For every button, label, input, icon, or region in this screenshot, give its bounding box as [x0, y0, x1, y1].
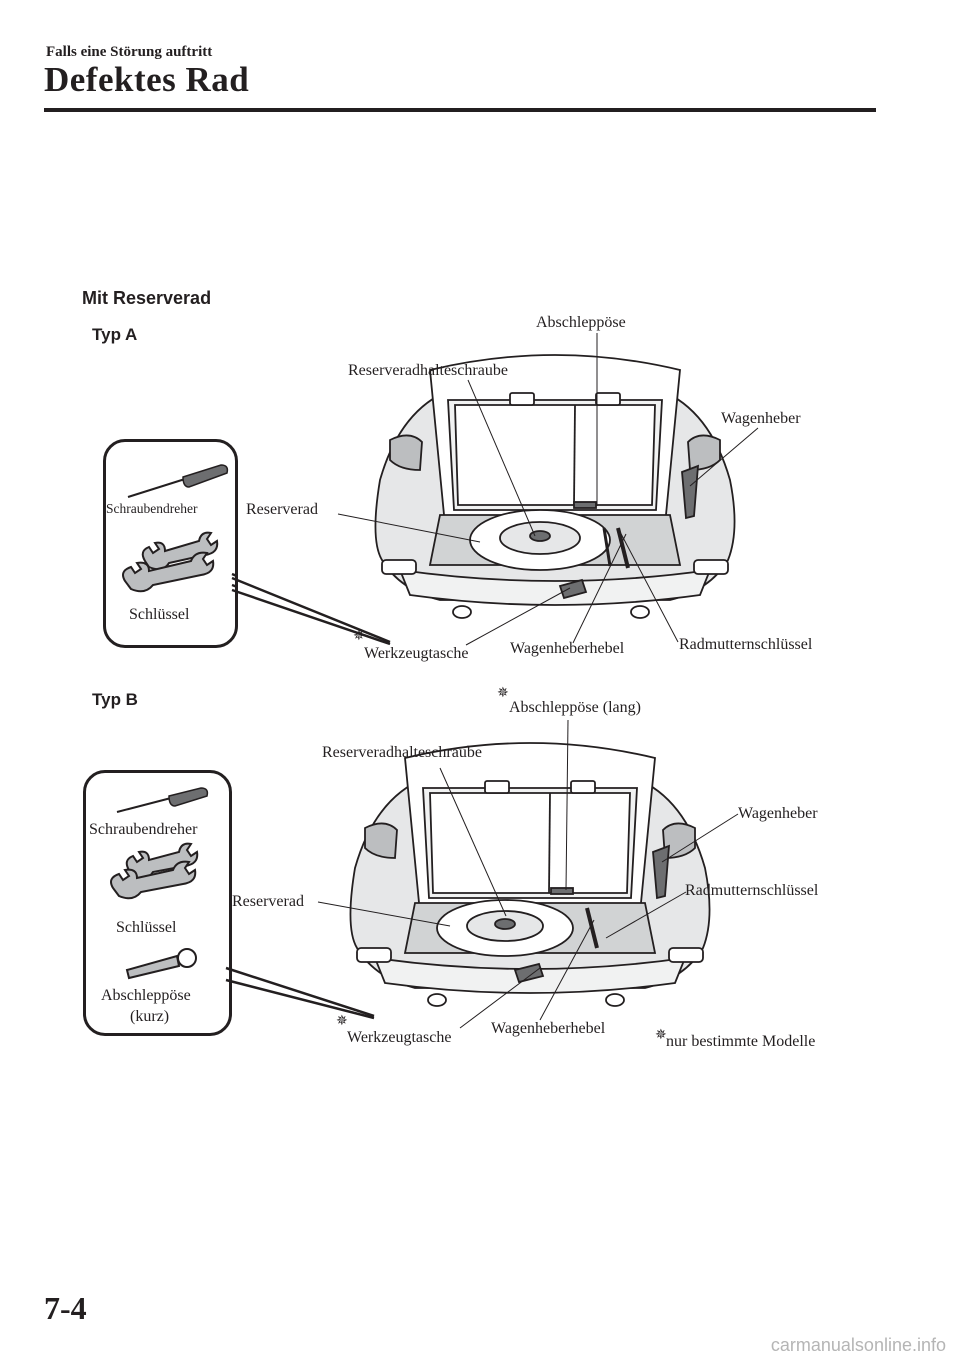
type-a-label-screwdriver: Schraubendreher: [106, 501, 198, 516]
type-b-callout-tow-hook-long: Abschleppöse (lang): [509, 699, 641, 716]
section-title: Mit Reserverad: [82, 288, 212, 308]
page-title: Defektes Rad: [44, 60, 250, 99]
type-a-toolbox-drawing: [122, 464, 238, 593]
type-b-toolbox: [83, 770, 232, 1036]
type-b-callout-lug-wrench: Radmutternschlüssel: [685, 882, 819, 899]
type-b-toolbox-leaders: [225, 966, 375, 1020]
watermark: carmanualsonline.info: [770, 1335, 946, 1355]
type-b-footnote-marker-bag: ✵: [336, 1014, 348, 1029]
type-a-callout-lines: [337, 333, 759, 646]
wrench-icon: [110, 842, 199, 900]
type-b-label-short: (kurz): [130, 1008, 170, 1025]
section-header: Falls eine Störung auftritt: [46, 44, 213, 60]
type-b-callout-lines: [317, 719, 739, 1029]
type-a-callout-lug-wrench: Radmutternschlüssel: [679, 636, 813, 653]
header-divider: [44, 108, 876, 112]
type-a-toolbox-leaders: [231, 576, 391, 646]
type-a-callout-jack-lever: Wagenheberhebel: [510, 640, 625, 657]
type-b-label-screwdriver: Schraubendreher: [89, 821, 198, 838]
type-b-label-tow-hook-short: Abschleppöse: [101, 987, 191, 1004]
screwdriver-icon: [116, 787, 209, 813]
screwdriver-icon: [127, 464, 229, 498]
type-b-callout-spare-bolt: Reserveradhalteschraube: [322, 744, 482, 761]
type-b-label-keys: Schlüssel: [116, 919, 177, 936]
wrench-icon: [122, 531, 219, 593]
type-a-label-keys: Schlüssel: [129, 606, 190, 623]
footnote-marker: ✵: [655, 1028, 667, 1043]
footnote-text: nur bestimmte Modelle: [666, 1033, 816, 1050]
type-a-callout-spare: Reserverad: [246, 501, 318, 518]
type-b-callout-jack-lever: Wagenheberhebel: [491, 1020, 606, 1037]
type-a-label: Typ A: [92, 325, 138, 344]
type-a-car-drawing: [374, 354, 736, 619]
page-number: 7-4: [44, 1290, 87, 1326]
tow-hook-icon: [125, 948, 197, 980]
type-a-footnote-marker: ✵: [353, 629, 365, 644]
type-b-callout-tool-bag: Werkzeugtasche: [347, 1029, 452, 1046]
type-a-callout-tool-bag: Werkzeugtasche: [364, 645, 469, 662]
type-b-callout-spare: Reserverad: [232, 893, 304, 910]
type-b-footnote-marker-tow: ✵: [497, 686, 509, 701]
type-a-callout-jack: Wagenheber: [721, 410, 801, 427]
type-a-callout-tow-hook: Abschleppöse: [536, 314, 626, 331]
type-b-label: Typ B: [92, 690, 138, 709]
type-b-car-drawing: [349, 742, 711, 1007]
type-b-callout-jack: Wagenheber: [738, 805, 818, 822]
type-a-callout-spare-bolt: Reserveradhalteschraube: [348, 362, 508, 379]
type-b-toolbox-drawing: [110, 787, 209, 980]
